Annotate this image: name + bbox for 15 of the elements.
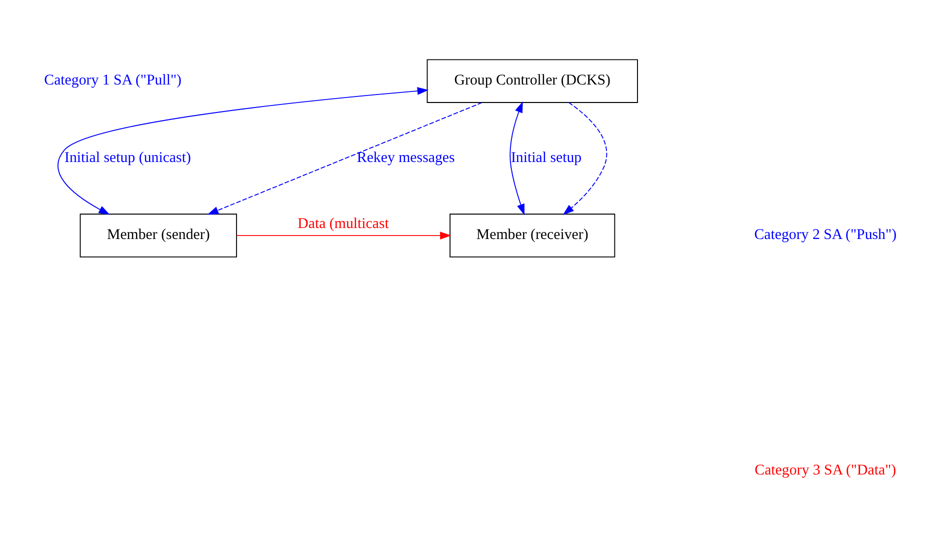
label: Category 2 SA ("Push") xyxy=(754,227,897,244)
edge-label: Initial setup (unicast) xyxy=(64,150,191,166)
node-box: Member (receiver) xyxy=(450,214,616,258)
arrow xyxy=(236,232,452,240)
arrow xyxy=(57,87,429,215)
label: Category 1 SA ("Pull") xyxy=(44,72,182,89)
node-box: Group Controller (DCKS) xyxy=(426,59,638,103)
edge-label: Rekey messages xyxy=(356,150,455,166)
arrow xyxy=(207,102,482,215)
edge-label: Data (multicast xyxy=(298,216,389,232)
arrow xyxy=(562,102,608,215)
edge-label: Initial setup xyxy=(510,150,582,166)
arrow xyxy=(510,101,524,216)
label: Category 3 SA ("Data") xyxy=(754,462,896,478)
node-box: Member (sender) xyxy=(80,214,237,258)
